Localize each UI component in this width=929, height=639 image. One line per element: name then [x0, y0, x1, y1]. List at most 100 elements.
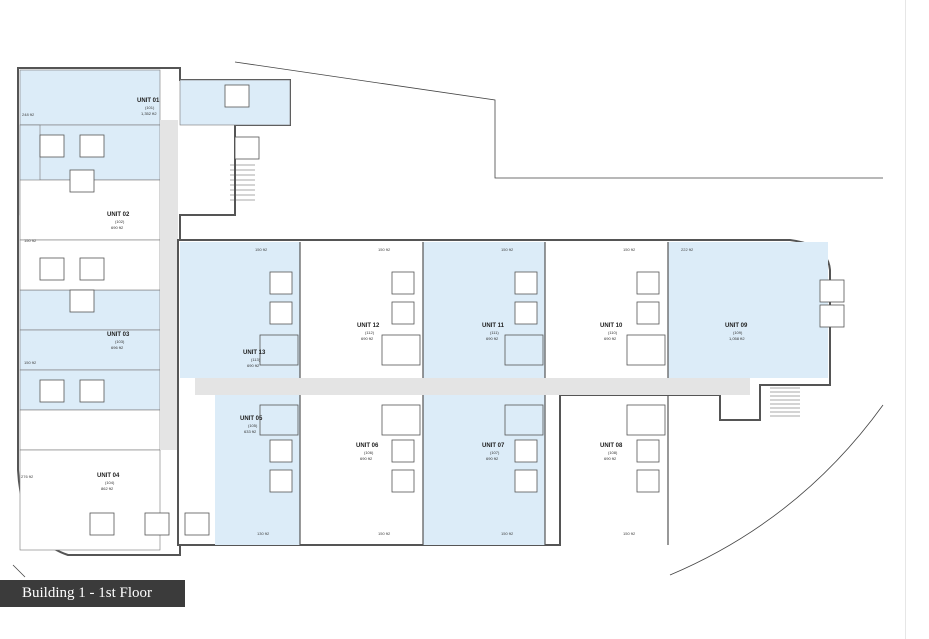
bed [39, 379, 65, 403]
unit-area: 690 ft2 [604, 456, 617, 461]
bed [269, 301, 293, 325]
unit-area: 690 ft2 [486, 336, 499, 341]
bathroom [626, 404, 666, 436]
site-line [12, 564, 26, 578]
unit-area: 690 ft2 [486, 456, 499, 461]
unit-label: UNIT 09 [725, 323, 748, 329]
bed [391, 469, 415, 493]
bed [636, 469, 660, 493]
unit-area: 696 ft2 [111, 345, 124, 350]
unit-area: 690 ft2 [247, 363, 260, 368]
bathroom [504, 404, 544, 436]
bed [144, 512, 170, 536]
balcony-area: 150 ft2 [255, 247, 268, 252]
unit-label: UNIT 10 [600, 323, 623, 329]
bed [391, 439, 415, 463]
unit-number: (103) [115, 339, 125, 344]
bed [391, 301, 415, 325]
bed [89, 512, 115, 536]
balcony-area: 248 ft2 [22, 112, 35, 117]
bed [269, 271, 293, 295]
furniture [39, 84, 845, 536]
unit-number: (113) [251, 357, 261, 362]
bed [79, 379, 105, 403]
unit-label: UNIT 02 [107, 212, 130, 218]
bed [514, 469, 538, 493]
unit-area: 690 ft2 [360, 456, 373, 461]
unit-label: UNIT 07 [482, 443, 505, 449]
unit-label: UNIT 03 [107, 332, 130, 338]
site-boundary [234, 61, 883, 179]
bed [636, 301, 660, 325]
unit-number: (106) [364, 450, 374, 455]
unit-number: (107) [490, 450, 500, 455]
balcony-area: 150 ft2 [378, 531, 391, 536]
bed [234, 136, 260, 160]
bed [69, 169, 95, 193]
unit-number: (112) [365, 330, 375, 335]
bed [636, 439, 660, 463]
balcony-area: 276 ft2 [21, 474, 34, 479]
unit-label: UNIT 08 [600, 443, 623, 449]
balcony-area: 222 ft2 [681, 247, 694, 252]
unit-label: UNIT 04 [97, 473, 120, 479]
right-wing-units [180, 242, 828, 545]
bed [269, 439, 293, 463]
bathroom [626, 334, 666, 366]
bed [39, 134, 65, 158]
bed [184, 512, 210, 536]
bed [269, 469, 293, 493]
balcony-area: 150 ft2 [501, 531, 514, 536]
bed [39, 257, 65, 281]
bed [636, 271, 660, 295]
bed [391, 271, 415, 295]
unit-zone [19, 329, 161, 371]
unit-label: UNIT 12 [357, 323, 380, 329]
stair-top [230, 164, 255, 201]
bed [514, 301, 538, 325]
unit-label: UNIT 01 [137, 98, 160, 104]
balcony-area: 150 ft2 [24, 360, 37, 365]
unit-zone [19, 69, 161, 126]
unit-area: 690 ft2 [111, 225, 124, 230]
floor-caption: Building 1 - 1st Floor [0, 580, 185, 607]
bed [819, 279, 845, 303]
unit-number: (108) [608, 450, 618, 455]
unit-number: (110) [608, 330, 618, 335]
balcony-area: 150 ft2 [24, 238, 37, 243]
balcony-area: 150 ft2 [623, 531, 636, 536]
unit-label: UNIT 05 [240, 416, 263, 422]
site-curve [669, 404, 884, 576]
bathroom [381, 334, 421, 366]
bathroom [504, 334, 544, 366]
bed [819, 304, 845, 328]
bed [514, 271, 538, 295]
balcony-area: 130 ft2 [257, 531, 270, 536]
unit-number: (105) [248, 423, 258, 428]
bed [79, 257, 105, 281]
unit-zone [668, 242, 828, 378]
unit-number: (102) [115, 219, 125, 224]
unit-label: UNIT 13 [243, 350, 266, 356]
bed [224, 84, 250, 108]
stair-right [770, 387, 800, 417]
corridor-horizontal [195, 378, 750, 395]
unit-area: 862 ft2 [101, 486, 114, 491]
unit-area: 1,058 ft2 [729, 336, 745, 341]
unit-label: UNIT 06 [356, 443, 379, 449]
unit-number: (109) [733, 330, 743, 335]
bed [514, 439, 538, 463]
unit-label: UNIT 11 [482, 323, 505, 329]
unit-number: (111) [490, 330, 499, 335]
bed [69, 289, 95, 313]
unit-area: 690 ft2 [604, 336, 617, 341]
balcony-area: 150 ft2 [623, 247, 636, 252]
corridor-vertical [160, 120, 178, 450]
unit-area: 690 ft2 [361, 336, 374, 341]
bed [79, 134, 105, 158]
bathroom [259, 404, 299, 436]
unit-area: 1,352 ft2 [141, 111, 157, 116]
unit-number: (104) [105, 480, 115, 485]
balcony-area: 150 ft2 [378, 247, 391, 252]
